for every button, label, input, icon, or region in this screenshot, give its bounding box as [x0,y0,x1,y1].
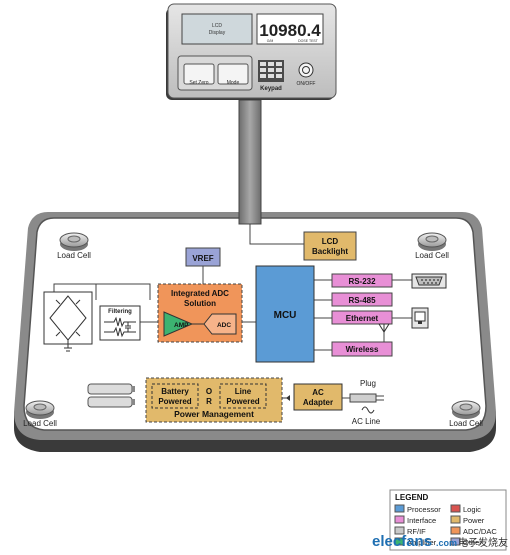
ethernet-jack-icon [411,307,429,329]
battery-line2: Powered [158,397,191,406]
load-cell-bottom-left: Load Cell [23,400,57,428]
legend-label: Processor [407,505,441,514]
arrow-icon [286,395,290,401]
weight-readout: 10980.4 [259,21,321,40]
line-line2: Powered [226,397,259,406]
load-cell-label: Load Cell [449,419,483,428]
battery-icon [87,383,135,408]
amp-label: AMP [174,322,189,329]
legend: LEGEND [389,489,507,551]
load-cell-top-left: Load Cell [57,232,91,260]
legend-swatch [450,526,461,535]
line-line1: Line [235,387,252,396]
legend-swatch [394,537,405,546]
legend-swatch [450,504,461,513]
weight-readout-panel [256,13,324,45]
lcd-display-line2: Display [209,30,226,36]
keypad[interactable] [258,60,284,82]
onoff-label: ON/OFF [297,81,316,87]
legend-swatch [450,515,461,524]
watermark-suffix: .com [436,538,457,548]
ethernet-label: Ethernet [346,314,379,323]
scale-platform [14,212,496,452]
lcd-backlight-link [249,224,304,245]
plug-icon [349,393,384,403]
ac-adapter-block [293,383,343,411]
legend-label: Logic [463,505,481,514]
ac-line-label: AC Line [352,417,381,426]
lcd-backlight-block [303,231,357,261]
watermark-brand: elecfans [372,533,432,550]
legend-swatch [394,526,405,535]
filtering-label: Filtering [108,309,132,315]
or-letter-o: O [206,387,212,396]
ac-wave-icon [361,406,375,414]
rs485-label: RS-485 [348,296,376,305]
connector-lines [53,224,414,399]
load-cell-label: Load Cell [415,251,449,260]
legend-label: RF/IF [407,527,426,536]
or-letter-r: R [206,397,212,406]
rs485-block [331,292,393,307]
mode-label: Mode [227,80,240,86]
vref-label: VREF [192,254,213,263]
wireless-block [331,341,393,357]
watermark-chinese: 电子发烧友 [458,536,508,549]
legend-label: Amplifier [407,538,437,547]
adc-shape [203,313,237,335]
keypad-label: Keypad [260,86,282,92]
amp-triangle [163,311,194,337]
power-management-label: Power Management [174,409,254,419]
sensor-bridge [43,291,93,352]
filter-circuit [104,316,136,338]
load-cell-bottom-right: Load Cell [449,400,483,428]
legend-swatch [394,504,405,513]
rs232-label: RS-232 [348,277,376,286]
ac-adapter-line1: AC [312,388,324,397]
legend-swatch [450,537,461,546]
antenna-icon [378,323,390,333]
power-icon [302,66,310,74]
battery-powered-block [151,383,199,409]
ethernet-block [331,310,393,325]
legend-label: Other [463,538,482,547]
serial-connector-icon [411,273,447,289]
unit-left: G/M [267,39,274,43]
platform-surface [23,217,487,431]
legend-swatch [394,515,405,524]
ac-adapter-line2: Adapter [303,398,333,407]
filtering-block [99,305,141,341]
legend-label: Interface [407,516,436,525]
lcd-backlight-line2: Backlight [312,247,348,256]
load-cell-top-right: Load Cell [415,232,449,260]
plug-label: Plug [360,379,376,388]
legend-label: Power [463,516,485,525]
indicator-head: LCD Display 10980.4 G/M DOSE TEST Set Ze… [166,3,337,100]
wireless-label: Wireless [346,345,379,354]
support-pole [238,99,262,225]
unit-right: DOSE TEST [298,39,319,43]
battery-line1: Battery [161,387,189,396]
mode-button[interactable] [217,63,249,85]
load-cell-label: Load Cell [57,251,91,260]
lcd-display-line1: LCD [212,23,222,29]
set-zero-label: Set Zero [189,80,208,86]
rs232-block [331,273,393,288]
set-zero-button[interactable] [183,63,215,85]
lcd-display [181,13,253,45]
adc-title-line2: Solution [184,299,216,308]
load-cell-label: Load Cell [23,419,57,428]
adc-title-line1: Integrated ADC [171,289,229,298]
adc-label: ADC [217,322,231,329]
mcu-block [255,265,315,363]
mcu-label: MCU [274,310,297,321]
line-powered-block [219,383,267,409]
power-button[interactable] [298,62,314,78]
vref-block [185,247,221,267]
lcd-backlight-line1: LCD [322,237,339,246]
legend-title: LEGEND [395,493,429,502]
legend-label: ADC/DAC [463,527,497,536]
